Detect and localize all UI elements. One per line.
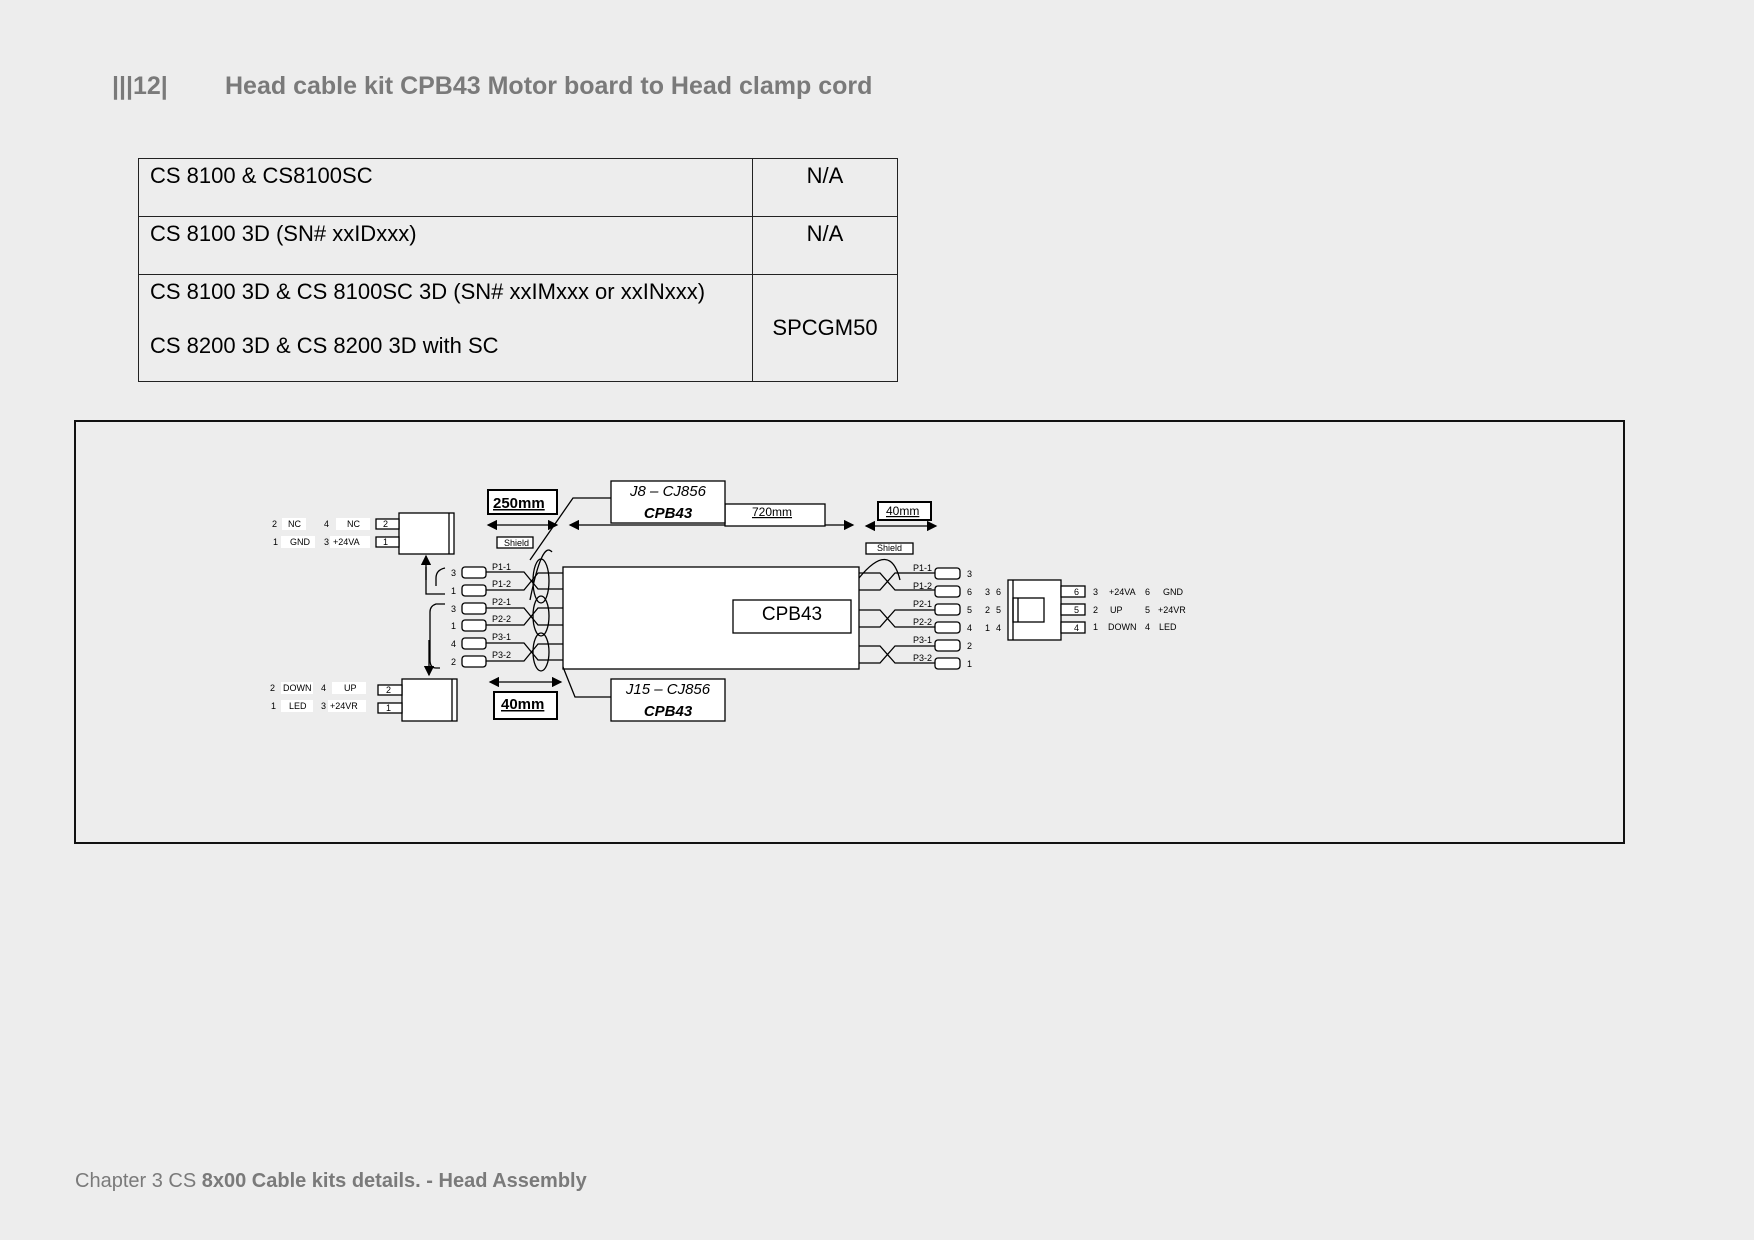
wire-label-left: P2-1 xyxy=(492,597,511,607)
right-pin: 4 xyxy=(967,623,972,633)
bl-n1: 1 xyxy=(386,703,391,713)
compatibility-table: CS 8100 & CS8100SC N/A CS 8100 3D (SN# x… xyxy=(138,158,898,382)
wire-label-left: P3-1 xyxy=(492,632,511,642)
tl-n2: 2 xyxy=(383,519,388,529)
left-pin: 3 xyxy=(451,568,456,578)
diagram-frame xyxy=(74,420,1625,844)
bl-n2: 2 xyxy=(386,685,391,695)
map-b: 5 xyxy=(996,605,1001,615)
cpb43-label: CPB43 xyxy=(762,604,822,625)
page-footer: Chapter 3 CS 8x00 Cable kits details. - … xyxy=(75,1170,587,1193)
shield-label-right: Shield xyxy=(877,543,902,553)
right-conn-num: 5 xyxy=(1074,605,1079,615)
left-pin: 4 xyxy=(451,639,456,649)
tl-nc-b: NC xyxy=(347,519,360,529)
bl-pin3: 3 xyxy=(321,701,326,711)
model-line: CS 8200 3D & CS 8200 3D with SC xyxy=(150,333,499,358)
table-row: CS 8100 3D (SN# xxIDxxx) N/A xyxy=(138,216,898,275)
bl-led: LED xyxy=(289,701,307,711)
tl-n1: 1 xyxy=(383,537,388,547)
wire-label-right: P1-2 xyxy=(913,581,932,591)
map-a: 1 xyxy=(985,623,990,633)
tl-pin4: 4 xyxy=(324,519,329,529)
right-connector xyxy=(1007,579,1086,641)
right-pin: 2 xyxy=(967,641,972,651)
rs-sig: +24VR xyxy=(1158,605,1186,615)
left-pin: 2 xyxy=(451,657,456,667)
bl-pin4: 4 xyxy=(321,683,326,693)
map-b: 6 xyxy=(996,587,1001,597)
rs-sig: GND xyxy=(1163,587,1184,597)
wire-label-right: P1-1 xyxy=(913,563,932,573)
j15-board: CPB43 xyxy=(644,703,693,720)
tl-pin2: 2 xyxy=(272,519,277,529)
wire-label-left: P1-1 xyxy=(492,562,511,572)
model-cell: CS 8100 & CS8100SC xyxy=(138,158,753,217)
left-pin: 3 xyxy=(451,604,456,614)
j8-label: J8 – CJ856 xyxy=(629,483,707,500)
top-left-connector xyxy=(375,512,455,555)
tl-gnd: GND xyxy=(290,537,311,547)
wire-label-right: P3-2 xyxy=(913,653,932,663)
shield-label-left: Shield xyxy=(504,538,529,548)
map-b: 4 xyxy=(996,623,1001,633)
bl-24vr: +24VR xyxy=(330,701,358,711)
footer-chapter: Chapter 3 CS xyxy=(75,1170,197,1192)
bl-up: UP xyxy=(344,683,357,693)
rs-sig: +24VA xyxy=(1109,587,1136,597)
bottom-left-connector xyxy=(377,678,458,722)
right-pin: 3 xyxy=(967,569,972,579)
right-pin: 6 xyxy=(967,587,972,597)
right-conn-num: 6 xyxy=(1074,587,1079,597)
tl-24va: +24VA xyxy=(333,537,360,547)
wire-label-left: P3-2 xyxy=(492,650,511,660)
length-720mm: 720mm xyxy=(752,505,792,519)
rs-sig: DOWN xyxy=(1108,622,1137,632)
part-cell: N/A xyxy=(752,158,898,217)
map-a: 3 xyxy=(985,587,990,597)
j15-label: J15 – CJ856 xyxy=(625,681,711,698)
length-250mm: 250mm xyxy=(493,495,545,512)
section-title: Head cable kit CPB43 Motor board to Head… xyxy=(225,72,873,100)
wire-label-right: P2-2 xyxy=(913,617,932,627)
bl-down: DOWN xyxy=(283,683,312,693)
rs-pin: 2 xyxy=(1093,605,1098,615)
wire-label-left: P2-2 xyxy=(492,614,511,624)
footer-title: 8x00 Cable kits details. - Head Assembly xyxy=(201,1170,587,1192)
right-pin: 1 xyxy=(967,659,972,669)
rs-pin: 5 xyxy=(1145,605,1150,615)
right-pin: 5 xyxy=(967,605,972,615)
rs-pin: 6 xyxy=(1145,587,1150,597)
rs-pin: 4 xyxy=(1145,622,1150,632)
length-40mm-right: 40mm xyxy=(886,504,919,518)
left-pin: 1 xyxy=(451,586,456,596)
rs-sig: LED xyxy=(1159,622,1177,632)
bl-pin1: 1 xyxy=(271,701,276,711)
tl-nc-a: NC xyxy=(288,519,301,529)
left-pin: 1 xyxy=(451,621,456,631)
part-cell: SPCGM50 xyxy=(752,274,898,382)
rs-sig: UP xyxy=(1110,605,1123,615)
map-a: 2 xyxy=(985,605,990,615)
right-conn-num: 4 xyxy=(1074,623,1079,633)
model-cell: CS 8100 3D & CS 8100SC 3D (SN# xxIMxxx o… xyxy=(138,274,753,382)
section-header: |||12| Head cable kit CPB43 Motor board t… xyxy=(112,72,872,101)
rs-pin: 3 xyxy=(1093,587,1098,597)
tl-pin3: 3 xyxy=(324,537,329,547)
table-row: CS 8100 3D & CS 8100SC 3D (SN# xxIMxxx o… xyxy=(138,274,898,382)
tl-pin1: 1 xyxy=(273,537,278,547)
section-number: |||12| xyxy=(112,72,168,100)
rs-pin: 1 xyxy=(1093,622,1098,632)
bl-pin2: 2 xyxy=(270,683,275,693)
table-row: CS 8100 & CS8100SC N/A xyxy=(138,158,898,217)
wire-label-right: P2-1 xyxy=(913,599,932,609)
model-line: CS 8100 3D & CS 8100SC 3D (SN# xxIMxxx o… xyxy=(150,279,706,304)
j8-board: CPB43 xyxy=(644,505,693,522)
wire-label-right: P3-1 xyxy=(913,635,932,645)
wire-label-left: P1-2 xyxy=(492,579,511,589)
length-40mm-left: 40mm xyxy=(501,696,544,713)
